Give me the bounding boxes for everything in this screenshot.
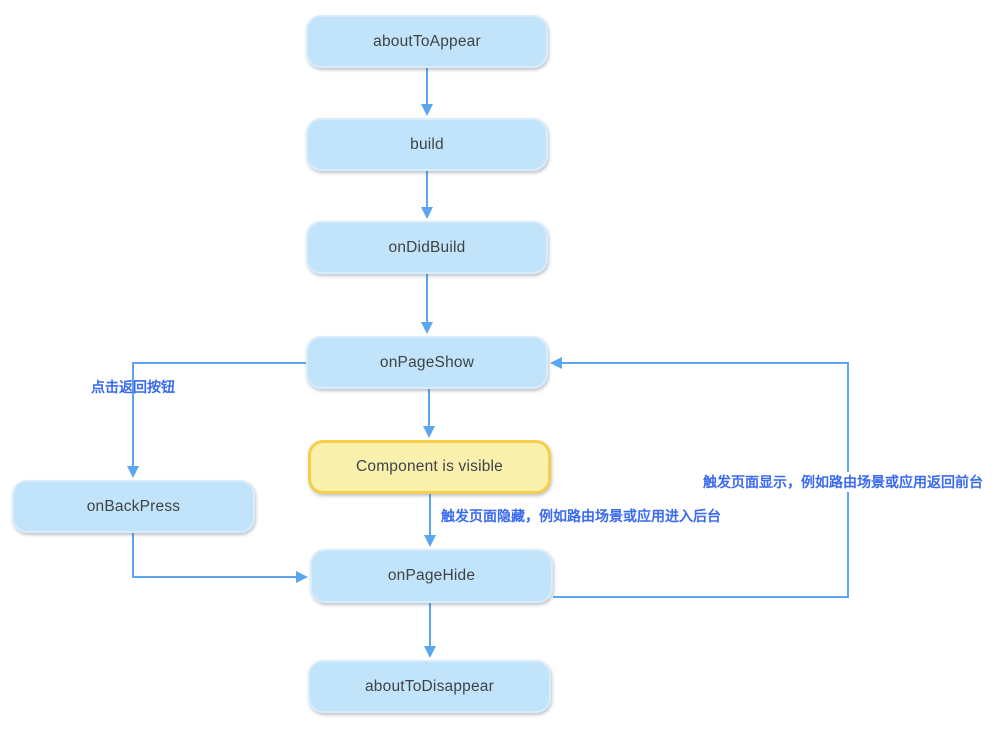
edge-onBackPress-onPageHide xyxy=(132,533,308,583)
edge-label-click-back-button: 点击返回按钮 xyxy=(91,379,175,395)
node-component-visible: Component is visible xyxy=(308,440,551,494)
edge-label-trigger-page-hide: 触发页面隐藏，例如路由场景或应用进入后台 xyxy=(441,508,721,524)
node-onPageHide: onPageHide xyxy=(310,549,553,603)
node-onDidBuild: onDidBuild xyxy=(306,221,548,274)
edge-label-trigger-page-show: 触发页面显示，例如路由场景或应用返回前台 xyxy=(701,472,985,492)
node-aboutToAppear: aboutToAppear xyxy=(306,15,548,68)
node-aboutToDisappear: aboutToDisappear xyxy=(308,660,551,713)
node-build: build xyxy=(306,118,548,171)
node-onBackPress: onBackPress xyxy=(12,480,255,533)
node-onPageShow: onPageShow xyxy=(306,336,548,389)
